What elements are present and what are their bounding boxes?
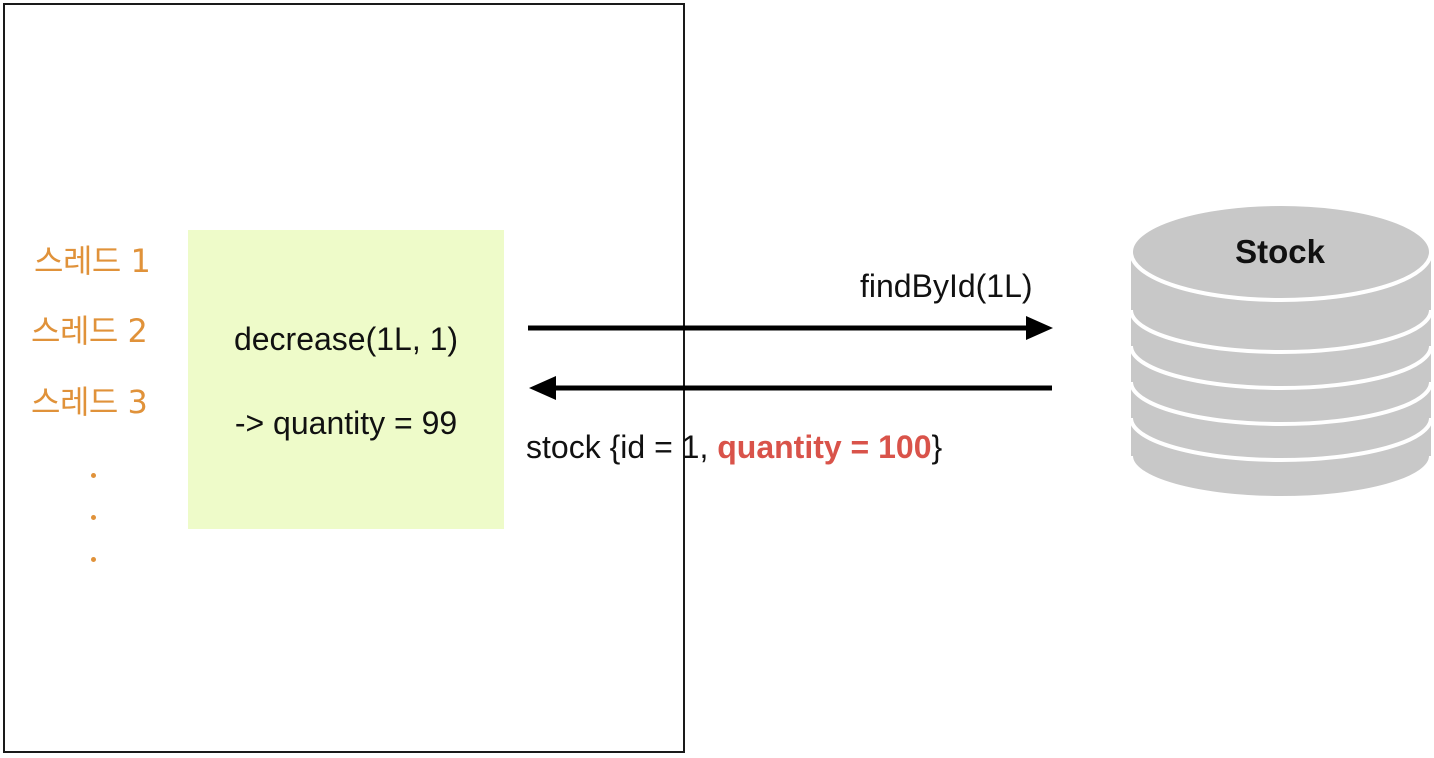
ellipsis-dot-1 <box>91 473 96 478</box>
method-result-text: -> quantity = 99 <box>234 405 458 441</box>
thread-label-3: 스레드 3 <box>31 383 148 421</box>
response-suffix: } <box>931 429 943 465</box>
response-prefix: stock {id = 1, <box>526 429 718 465</box>
decrease-method-box: decrease(1L, 1) -> quantity = 99 <box>188 230 504 529</box>
response-arrow <box>529 376 1052 400</box>
request-label: findById(1L) <box>860 268 1033 304</box>
application-container <box>3 3 685 753</box>
ellipsis-dot-2 <box>91 515 96 520</box>
request-arrow <box>528 316 1053 340</box>
response-label: stock {id = 1, quantity = 100} <box>526 429 942 466</box>
database-cylinder-icon <box>1129 202 1433 500</box>
ellipsis-dot-3 <box>91 557 96 562</box>
method-call-text: decrease(1L, 1) <box>233 321 459 357</box>
database-label: Stock <box>1235 233 1325 270</box>
thread-label-1: 스레드 1 <box>34 242 151 280</box>
thread-label-2: 스레드 2 <box>31 312 148 350</box>
response-highlight: quantity = 100 <box>717 429 932 465</box>
